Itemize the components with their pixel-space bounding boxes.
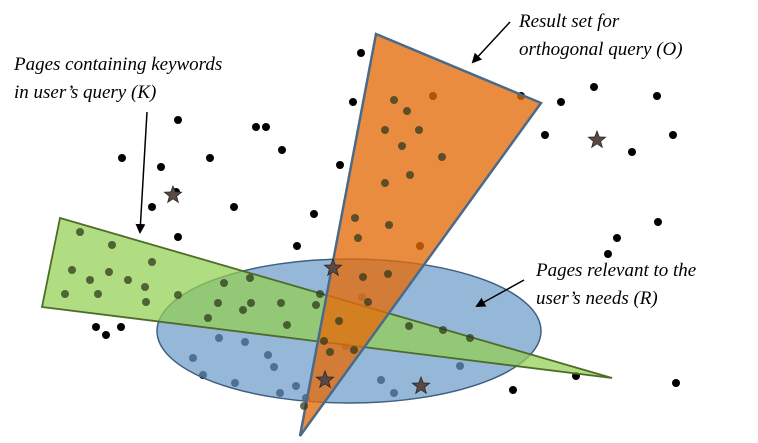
page-dot-in-region xyxy=(94,290,102,298)
label-orthogonal-line2: orthogonal query (O) xyxy=(519,39,683,60)
page-dot-in-region xyxy=(405,322,413,330)
star-markers xyxy=(163,129,607,395)
page-dot-in-region xyxy=(239,306,247,314)
page-dot xyxy=(357,49,365,57)
page-dot-in-region xyxy=(381,126,389,134)
page-dot xyxy=(628,148,636,156)
page-dot xyxy=(509,386,517,394)
page-dot-in-region xyxy=(204,314,212,322)
page-dot xyxy=(278,146,286,154)
page-dot-in-region xyxy=(320,337,328,345)
page-dot xyxy=(117,323,125,331)
page-dot-in-region xyxy=(76,228,84,236)
region-dots xyxy=(61,96,474,410)
page-dot-in-region xyxy=(326,348,334,356)
page-dot-in-region xyxy=(466,334,474,342)
page-dot-in-region xyxy=(390,96,398,104)
page-dot xyxy=(336,161,344,169)
page-dot xyxy=(262,123,270,131)
page-dot-in-region xyxy=(364,298,372,306)
page-dot-in-region xyxy=(247,299,255,307)
page-dot-in-region xyxy=(214,299,222,307)
page-dot xyxy=(310,210,318,218)
page-dot xyxy=(102,331,110,339)
page-dot xyxy=(293,242,301,250)
page-dot-in-region xyxy=(68,266,76,274)
arrow-orthogonal xyxy=(471,21,511,64)
page-dot xyxy=(157,163,165,171)
page-dot-in-region xyxy=(316,290,324,298)
orthogonal-query-wedge xyxy=(298,32,543,437)
page-dot-in-region xyxy=(141,283,149,291)
page-dot-in-region xyxy=(277,299,285,307)
star-marker xyxy=(587,129,607,149)
page-dot-in-region xyxy=(415,126,423,134)
page-dot-in-region xyxy=(439,326,447,334)
arrow-keywords xyxy=(135,111,148,234)
page-dot-in-region xyxy=(61,290,69,298)
label-relevant-line1: Pages relevant to the xyxy=(535,260,696,281)
page-dot xyxy=(653,92,661,100)
page-dot-in-region xyxy=(124,276,132,284)
page-dot xyxy=(349,98,357,106)
star-marker xyxy=(323,257,343,277)
page-dot-in-region xyxy=(105,268,113,276)
label-keywords-line2: in user’s query (K) xyxy=(14,82,156,103)
page-dot xyxy=(230,203,238,211)
page-dot-in-region xyxy=(246,274,254,282)
star-marker xyxy=(315,369,335,389)
page-dot-in-region xyxy=(86,276,94,284)
page-dot xyxy=(206,154,214,162)
page-dot xyxy=(541,131,549,139)
page-dot-in-region xyxy=(148,258,156,266)
label-orthogonal-line1: Result set for xyxy=(518,11,620,32)
page-dot-in-region xyxy=(351,214,359,222)
page-dot-in-region xyxy=(174,291,182,299)
page-dot xyxy=(654,218,662,226)
label-relevant-line2: user’s needs (R) xyxy=(536,288,658,309)
page-dot-in-region xyxy=(354,234,362,242)
arrow-relevant xyxy=(475,279,525,307)
page-dot xyxy=(252,123,260,131)
page-dot-in-region xyxy=(283,321,291,329)
page-dot-in-region xyxy=(300,402,308,410)
page-dot xyxy=(590,83,598,91)
page-dot-in-region xyxy=(385,221,393,229)
page-dot-in-region xyxy=(438,153,446,161)
page-dot xyxy=(92,323,100,331)
page-dot xyxy=(613,234,621,242)
page-dot xyxy=(174,116,182,124)
page-dot-in-region xyxy=(108,241,116,249)
star-marker xyxy=(163,184,183,204)
page-dot-in-region xyxy=(406,171,414,179)
page-dot xyxy=(118,154,126,162)
page-dot-in-region xyxy=(403,107,411,115)
page-dot-in-region xyxy=(220,279,228,287)
page-dot-in-region xyxy=(335,317,343,325)
page-dot xyxy=(174,233,182,241)
page-dot-in-region xyxy=(381,179,389,187)
page-dot-in-region xyxy=(142,298,150,306)
page-dot xyxy=(557,98,565,106)
page-dot xyxy=(669,131,677,139)
page-dot-in-region xyxy=(350,346,358,354)
page-dot xyxy=(604,250,612,258)
label-keywords-line1: Pages containing keywords xyxy=(13,54,222,75)
page-dot xyxy=(148,203,156,211)
page-dot-in-region xyxy=(312,301,320,309)
star-marker xyxy=(411,375,431,395)
page-dot-in-region xyxy=(384,270,392,278)
page-dot-in-region xyxy=(398,142,406,150)
page-dot xyxy=(672,379,680,387)
page-dot-in-region xyxy=(359,273,367,281)
